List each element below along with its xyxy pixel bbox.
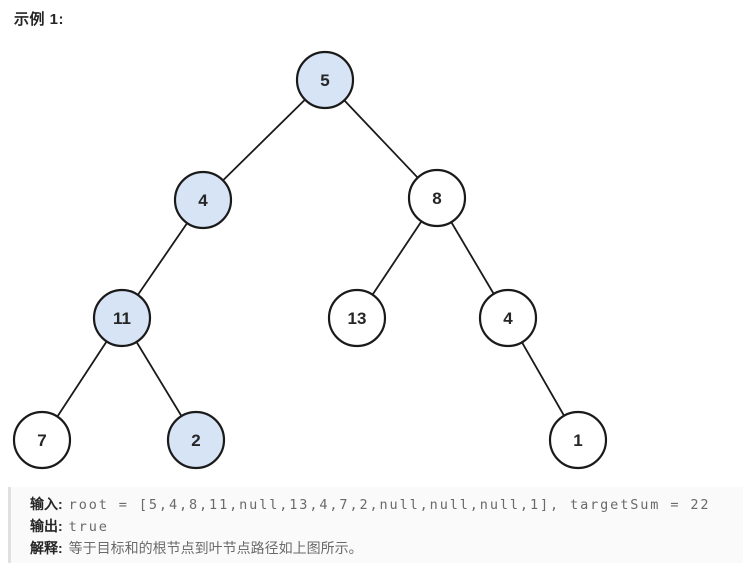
tree-node-label: 8 — [432, 189, 441, 208]
tree-node-circle — [478, 288, 538, 348]
tree-node-label: 1 — [573, 431, 582, 450]
input-label: 输入: — [30, 496, 63, 512]
output-value: true — [68, 519, 109, 535]
tree-node-label: 4 — [198, 191, 208, 210]
tree-node-circle — [173, 170, 233, 230]
tree-node-label: 5 — [320, 71, 329, 90]
tree-svg: 5 4 8 11 13 4 7 2 1 — [12, 50, 608, 470]
output-line: 输出: true — [30, 516, 735, 538]
tree-node-circle — [295, 50, 355, 110]
tree-node-circle — [407, 168, 467, 228]
example-heading: 示例 1: — [14, 11, 65, 28]
explanation-value: 等于目标和的根节点到叶节点路径如上图所示。 — [68, 540, 363, 556]
tree-node-circle — [12, 410, 72, 470]
input-line: 输入: root = [5,4,8,11,null,13,4,7,2,null,n… — [30, 494, 735, 516]
tree-node-circle — [327, 288, 387, 348]
example-io-block: 输入: root = [5,4,8,11,null,13,4,7,2,null,n… — [8, 487, 743, 563]
input-value: root = [5,4,8,11,null,13,4,7,2,null,null… — [68, 497, 711, 513]
tree-node-label: 7 — [37, 431, 46, 450]
explanation-label: 解释: — [30, 540, 63, 556]
tree-node-label: 13 — [348, 309, 367, 328]
tree-node-label: 2 — [191, 431, 200, 450]
tree-node-label: 11 — [113, 309, 131, 328]
tree-node-circle — [166, 410, 226, 470]
tree-node-label: 4 — [503, 309, 513, 328]
output-label: 输出: — [30, 518, 63, 534]
tree-node-circle — [92, 288, 152, 348]
tree-node-circle — [548, 410, 608, 470]
explanation-line: 解释: 等于目标和的根节点到叶节点路径如上图所示。 — [30, 538, 735, 559]
